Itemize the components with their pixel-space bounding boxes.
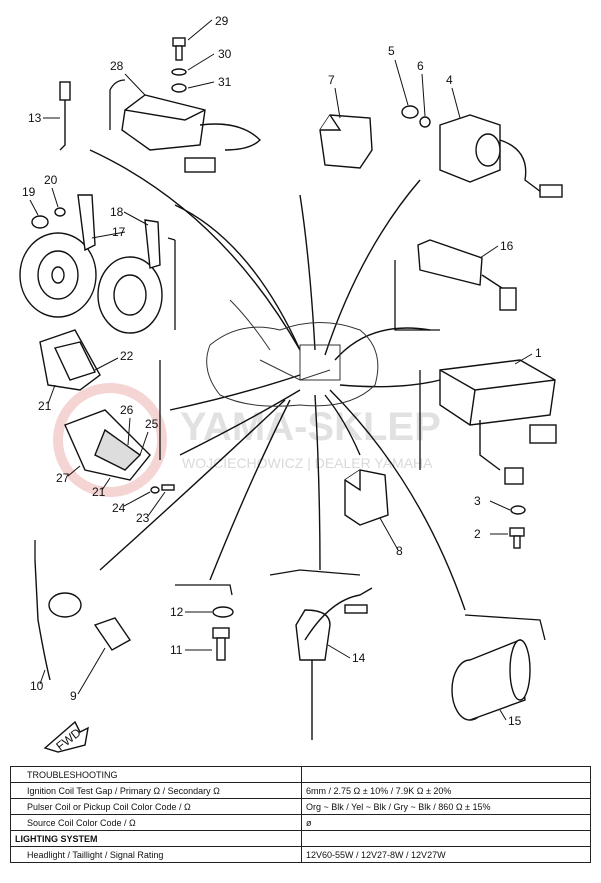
screw-23 (161, 484, 175, 491)
switch-9 (93, 617, 132, 651)
sensor-10 (34, 559, 82, 681)
watermark-sub: WOJCIECHOWICZ | DEALER YAMAHA (182, 455, 433, 471)
section-title: LIGHTING SYSTEM (10, 830, 302, 847)
part-label-23: 23 (136, 511, 150, 525)
switch-14 (295, 587, 373, 740)
lamp-15 (451, 638, 531, 721)
components (19, 37, 563, 740)
ignition-coil-4 (439, 114, 563, 198)
washer-30 (171, 68, 187, 76)
part-label-16: 16 (500, 239, 514, 253)
part-label-30: 30 (218, 47, 232, 61)
watermark-main: YAMA-SKLEP (180, 405, 441, 449)
spec-value: ø (301, 814, 591, 831)
watermark: YAMA-SKLEP WOJCIECHOWICZ | DEALER YAMAHA (53, 383, 441, 497)
nut-20 (54, 207, 66, 217)
part-label-10: 10 (30, 679, 44, 693)
part-label-3: 3 (474, 494, 481, 508)
relay-7 (319, 114, 373, 169)
callout-leaders (29, 19, 533, 721)
coil-13 (59, 81, 71, 151)
part-label-7: 7 (328, 73, 335, 87)
sensor-11 (212, 627, 230, 661)
washer-3 (510, 505, 526, 515)
section-value (301, 830, 591, 847)
spec-label: Headlight / Taillight / Signal Rating (10, 846, 302, 863)
part-label-21-lower: 21 (92, 485, 106, 499)
part-label-24: 24 (112, 501, 126, 515)
cdi-unit-28 (121, 94, 261, 173)
part-label-13: 13 (28, 111, 42, 125)
bolt-2 (509, 527, 525, 549)
part-label-1: 1 (535, 346, 542, 360)
bolt-29 (172, 37, 186, 61)
table-row: Headlight / Taillight / Signal Rating 12… (10, 846, 591, 863)
cap-19 (31, 215, 49, 229)
part-label-29: 29 (215, 14, 229, 28)
part-label-19: 19 (22, 185, 36, 199)
horn-18 (97, 219, 163, 334)
exploded-parts-diagram: YAMA-SKLEP WOJCIECHOWICZ | DEALER YAMAHA (19, 14, 563, 753)
part-label-9: 9 (70, 689, 77, 703)
table-row: Source Coil Color Code / Ω ø (10, 814, 591, 831)
table-section-row: LIGHTING SYSTEM (10, 830, 591, 847)
part-label-27: 27 (56, 471, 70, 485)
regulator-1 (439, 359, 557, 485)
part-label-12: 12 (170, 605, 184, 619)
part-label-15: 15 (508, 714, 522, 728)
table-row: Ignition Coil Test Gap / Primary Ω / Sec… (10, 782, 591, 799)
frame-sketch (206, 299, 379, 407)
lamp-27 (64, 409, 151, 481)
part-label-17: 17 (112, 225, 126, 239)
nut-5 (401, 105, 419, 119)
part-label-26: 26 (120, 403, 134, 417)
spec-label: Ignition Coil Test Gap / Primary Ω / Sec… (10, 782, 302, 799)
part-label-4: 4 (446, 73, 453, 87)
washer-6 (419, 116, 431, 128)
part-label-14: 14 (352, 651, 366, 665)
horn-17 (19, 194, 97, 318)
spec-value: 12V60-55W / 12V27-8W / 12V27W (301, 846, 591, 863)
washer-31 (171, 83, 187, 93)
part-label-11: 11 (170, 643, 183, 657)
table-header-row: TROUBLESHOOTING (10, 766, 591, 783)
part-label-8: 8 (396, 544, 403, 558)
table-header-value (301, 766, 591, 783)
part-label-31: 31 (218, 75, 232, 89)
spec-label: Source Coil Color Code / Ω (10, 814, 302, 831)
spec-value: 6mm / 2.75 Ω ± 10% / 7.9K Ω ± 20% (301, 782, 591, 799)
spec-label: Pulser Coil or Pickup Coil Color Code / … (10, 798, 302, 815)
spec-value: Org ~ Blk / Yel ~ Blk / Gry ~ Blk / 860 … (301, 798, 591, 815)
light-22 (39, 329, 101, 391)
forward-arrow: FWD (43, 720, 89, 753)
washer-24 (150, 486, 160, 494)
part-label-20: 20 (44, 173, 58, 187)
part-label-18: 18 (110, 205, 124, 219)
bracket-outlines (34, 79, 546, 641)
part-label-25: 25 (145, 417, 159, 431)
table-row: Pulser Coil or Pickup Coil Color Code / … (10, 798, 591, 815)
part-label-22: 22 (120, 349, 134, 363)
part-label-28: 28 (110, 59, 124, 73)
table-header-title: TROUBLESHOOTING (10, 766, 302, 783)
relay-8 (344, 469, 389, 526)
troubleshooting-table: TROUBLESHOOTING Ignition Coil Test Gap /… (10, 766, 591, 863)
part-label-21-upper: 21 (38, 399, 52, 413)
washer-12 (212, 606, 234, 618)
part-label-2: 2 (474, 527, 481, 541)
part-label-6: 6 (417, 59, 424, 73)
flasher-16 (417, 239, 517, 311)
part-label-5: 5 (388, 44, 395, 58)
leader-lines (89, 149, 466, 611)
